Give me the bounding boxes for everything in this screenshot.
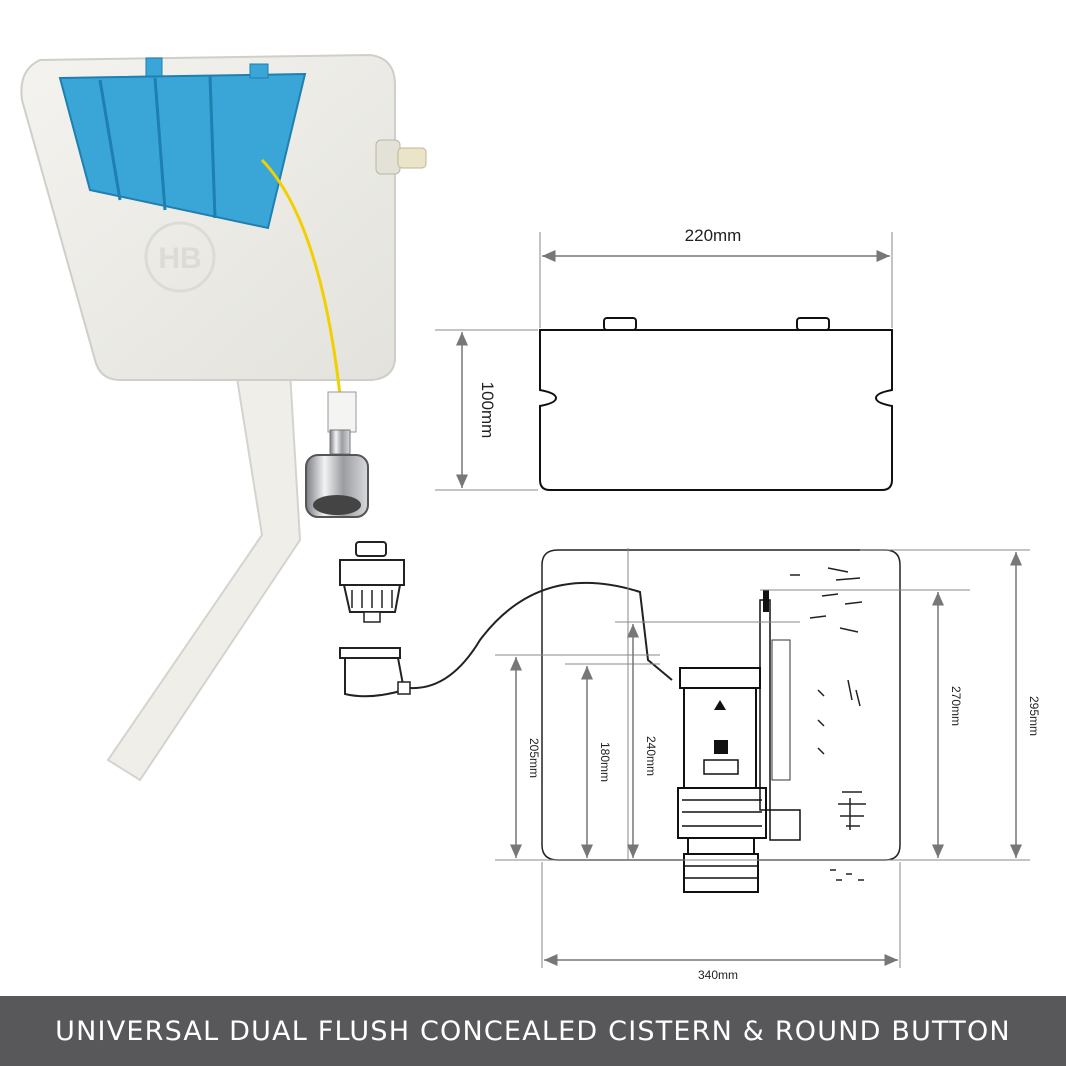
flush-pipe bbox=[106, 371, 302, 782]
yellow-cable bbox=[260, 158, 342, 396]
dim-label-270mm: 270mm bbox=[949, 686, 963, 726]
cable-connector bbox=[327, 391, 357, 433]
dim-label-220mm: 220mm bbox=[685, 226, 742, 245]
cable-line bbox=[409, 581, 673, 690]
inlet-fitting bbox=[375, 139, 401, 175]
button-housing bbox=[339, 647, 411, 698]
banner-title: UNIVERSAL DUAL FLUSH CONCEALED CISTERN &… bbox=[55, 1015, 1011, 1047]
dim-label-205mm: 205mm bbox=[527, 738, 541, 778]
mechanism-detail-marks bbox=[790, 567, 866, 881]
title-banner: UNIVERSAL DUAL FLUSH CONCEALED CISTERN &… bbox=[0, 996, 1066, 1066]
logo-badge bbox=[144, 221, 216, 293]
logo-text: HB bbox=[158, 242, 201, 275]
front-view-diagram: 205mm 180mm 240mm 270mm 295mm 340mm bbox=[495, 548, 1041, 982]
flush-valve-drawing bbox=[677, 667, 767, 893]
dim-label-295mm: 295mm bbox=[1027, 696, 1041, 736]
dim-label-340mm: 340mm bbox=[698, 968, 738, 982]
top-view-outline bbox=[539, 329, 893, 491]
flush-valve-top bbox=[339, 541, 405, 623]
dim-label-180mm: 180mm bbox=[598, 742, 612, 782]
dim-label-240mm: 240mm bbox=[644, 736, 658, 776]
cistern-photo: HB bbox=[20, 53, 673, 782]
top-view-diagram: 220mm 100mm bbox=[435, 226, 893, 491]
product-diagram: HB 220mm bbox=[20, 53, 1041, 982]
blue-lid bbox=[58, 72, 307, 230]
dim-label-100mm: 100mm bbox=[478, 382, 497, 439]
